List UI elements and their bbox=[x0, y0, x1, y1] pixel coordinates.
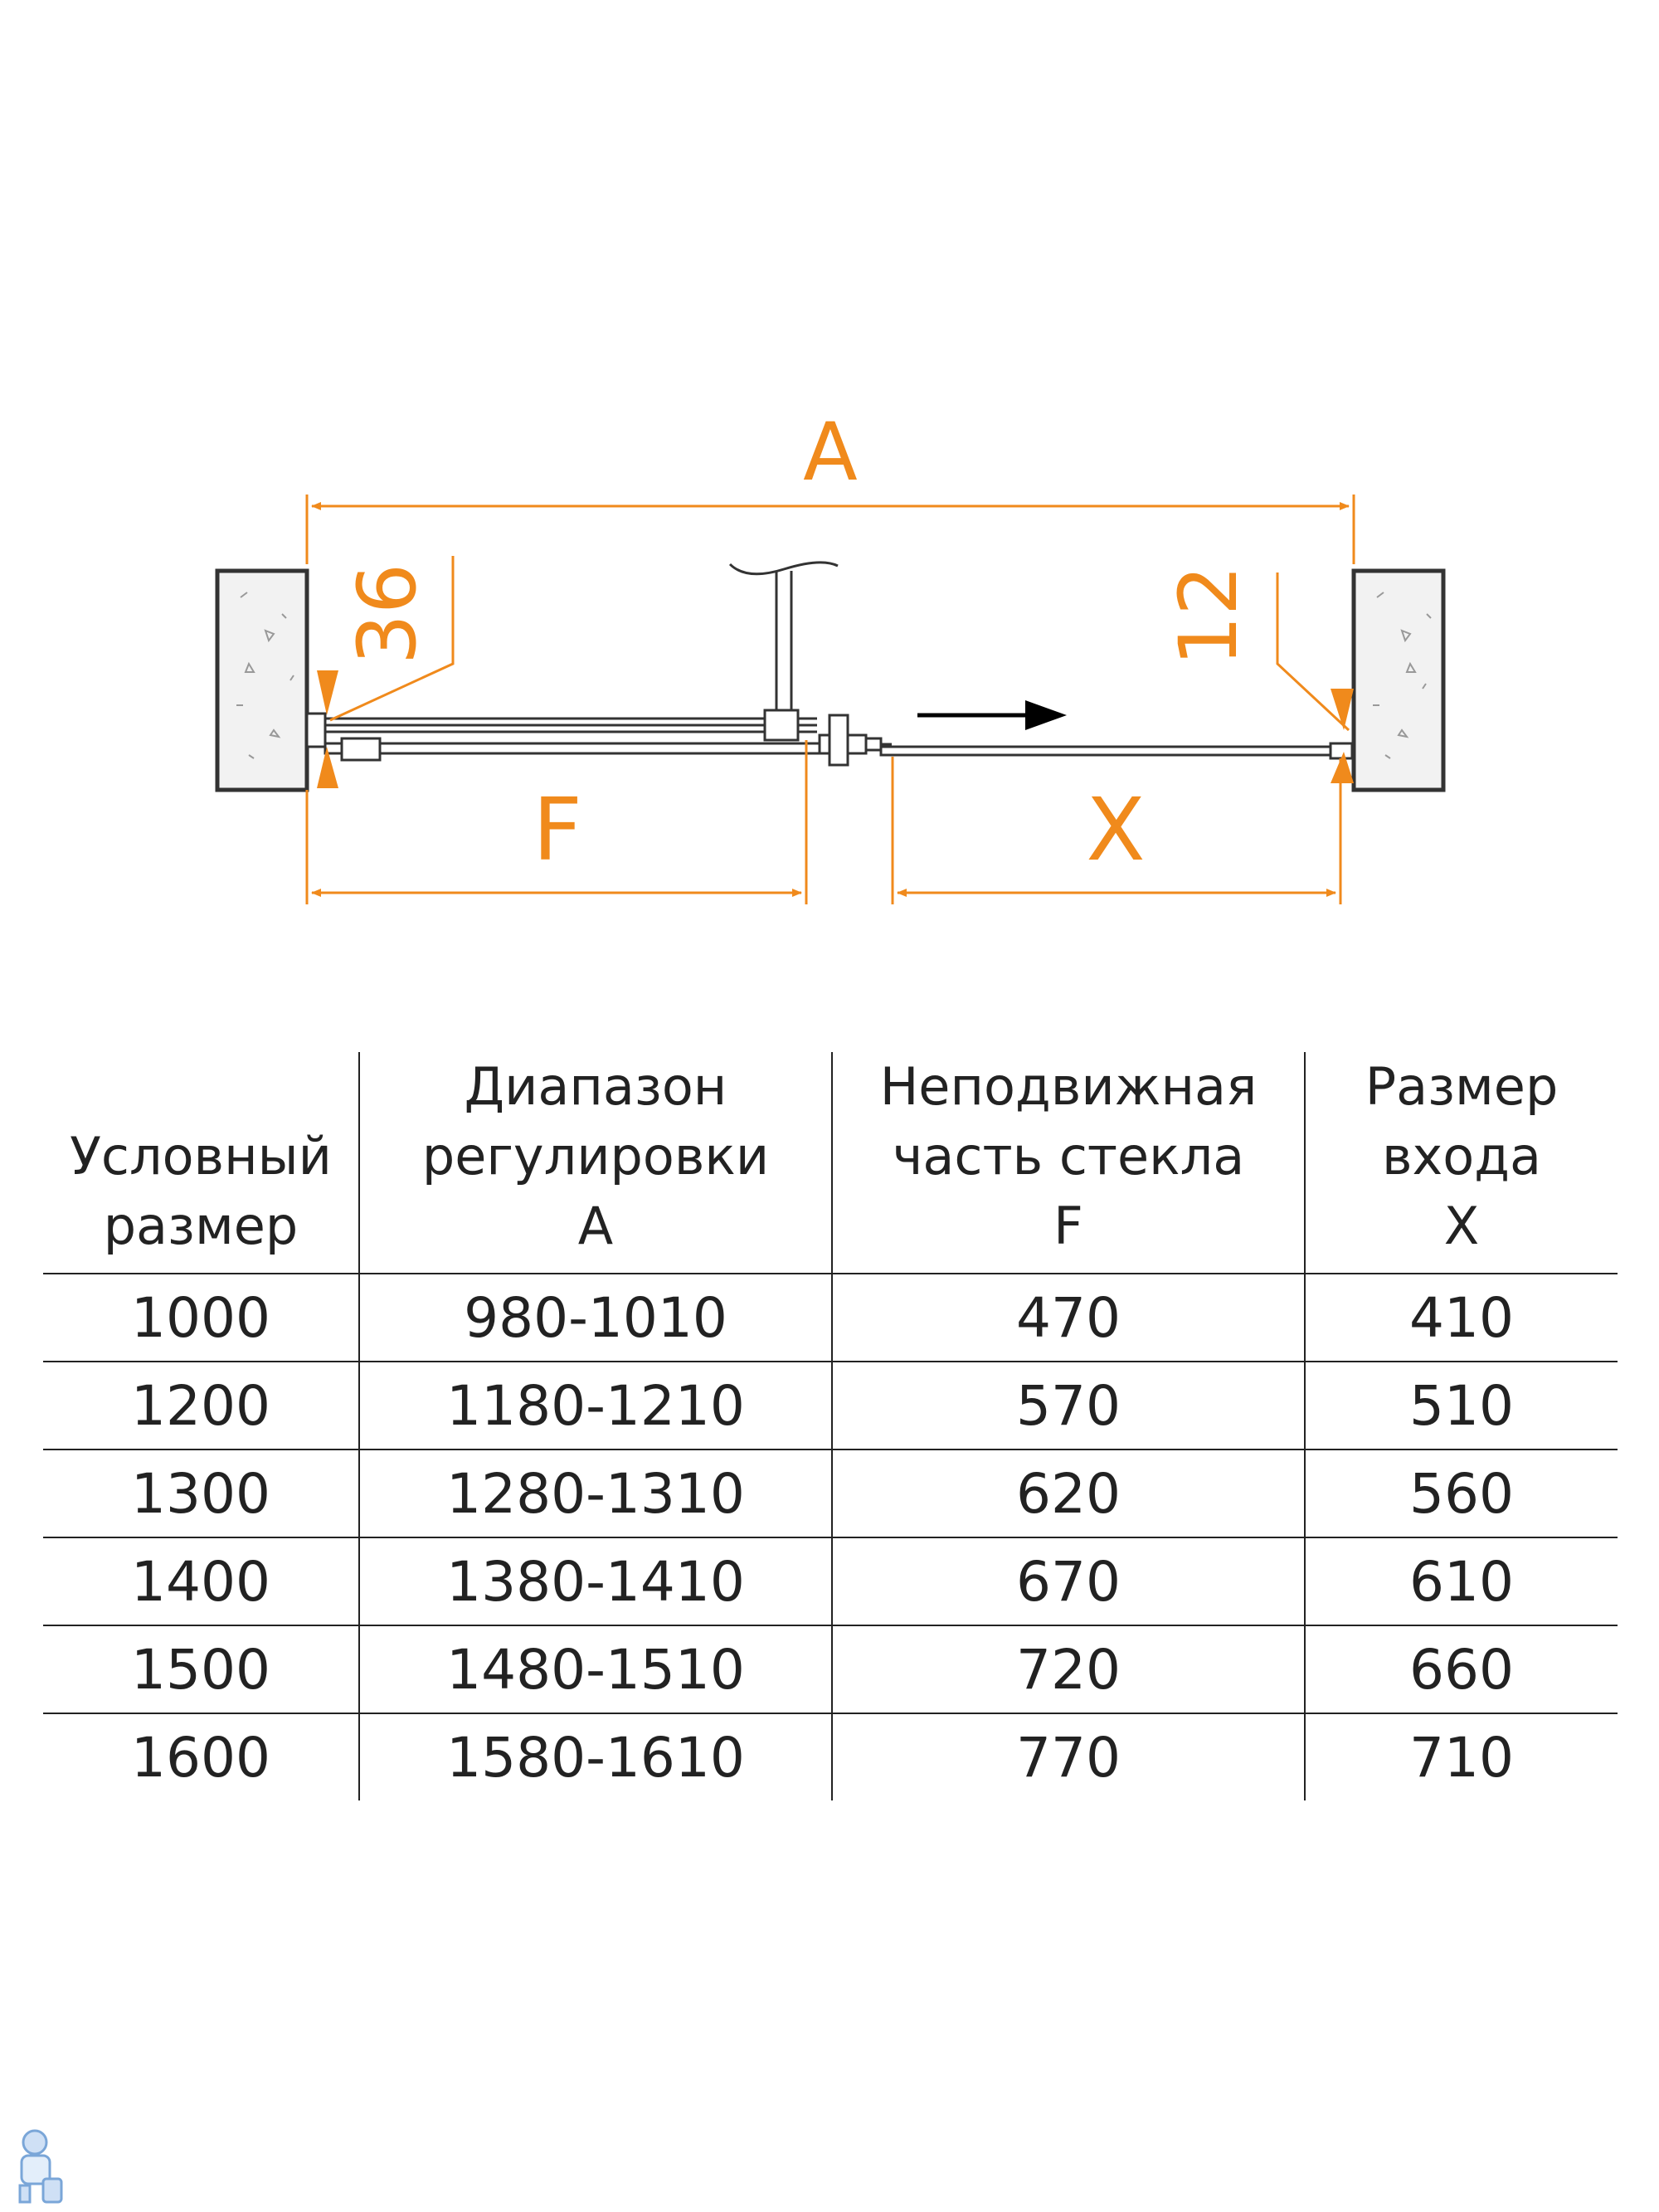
cell-adjustment-range: 980-1010 bbox=[358, 1274, 832, 1362]
dimension-a-label: A bbox=[803, 406, 858, 499]
cell-adjustment-range: 1180-1210 bbox=[358, 1362, 832, 1450]
cell-entrance-size: 560 bbox=[1304, 1449, 1618, 1538]
table-header-row: Условный размер Диапазон регулировки A Н… bbox=[43, 1052, 1618, 1274]
header-nominal-size: Условный размер bbox=[43, 1052, 359, 1274]
cell-adjustment-range: 1480-1510 bbox=[358, 1625, 832, 1714]
table-row: 1300 1280-1310 620 560 bbox=[43, 1449, 1618, 1538]
dimension-f-label: F bbox=[533, 779, 582, 880]
left-wall bbox=[215, 568, 309, 792]
gap-36-marker bbox=[317, 556, 455, 788]
door-structure bbox=[305, 561, 1354, 767]
cell-adjustment-range: 1280-1310 bbox=[358, 1449, 832, 1538]
cell-nominal-size: 1000 bbox=[43, 1274, 359, 1362]
gap-right-label: 12 bbox=[1162, 565, 1255, 666]
table-row: 1600 1580-1610 770 710 bbox=[43, 1713, 1618, 1800]
dimension-x bbox=[891, 757, 1342, 904]
table-row: 1500 1480-1510 720 660 bbox=[43, 1625, 1618, 1714]
cell-nominal-size: 1400 bbox=[43, 1537, 359, 1626]
table-row: 1400 1380-1410 670 610 bbox=[43, 1537, 1618, 1626]
size-specification-table: Условный размер Диапазон регулировки A Н… bbox=[43, 1052, 1618, 1800]
dimension-a bbox=[305, 495, 1355, 564]
dimension-x-label: X bbox=[1086, 779, 1145, 880]
cell-entrance-size: 660 bbox=[1304, 1625, 1618, 1714]
gap-12-marker bbox=[1276, 572, 1354, 783]
plumber-mascot-icon bbox=[18, 2129, 63, 2204]
cell-fixed-glass: 720 bbox=[831, 1625, 1305, 1714]
table-row: 1000 980-1010 470 410 bbox=[43, 1274, 1618, 1362]
arrow-right-icon bbox=[917, 700, 1067, 730]
table-row: 1200 1180-1210 570 510 bbox=[43, 1362, 1618, 1450]
shower-door-plan-diagram: A 36 12 F X bbox=[215, 406, 1446, 904]
cell-entrance-size: 610 bbox=[1304, 1537, 1618, 1626]
cell-adjustment-range: 1580-1610 bbox=[358, 1713, 832, 1800]
right-wall bbox=[1351, 568, 1446, 792]
header-adjustment-range: Диапазон регулировки A bbox=[358, 1052, 832, 1274]
cell-fixed-glass: 570 bbox=[831, 1362, 1305, 1450]
cell-nominal-size: 1600 bbox=[131, 1725, 270, 1790]
cell-nominal-size: 1200 bbox=[43, 1362, 359, 1450]
cell-fixed-glass: 470 bbox=[831, 1274, 1305, 1362]
gap-left-label: 36 bbox=[341, 563, 434, 665]
cell-entrance-size: 710 bbox=[1304, 1713, 1618, 1800]
cell-entrance-size: 510 bbox=[1304, 1362, 1618, 1450]
cell-fixed-glass: 670 bbox=[831, 1537, 1305, 1626]
dimension-f bbox=[305, 740, 808, 904]
header-entrance-size: Размер входа X bbox=[1304, 1052, 1618, 1274]
cell-adjustment-range: 1380-1410 bbox=[358, 1537, 832, 1626]
cell-fixed-glass: 620 bbox=[831, 1449, 1305, 1538]
header-fixed-glass: Неподвижная часть стекла F bbox=[831, 1052, 1305, 1274]
cell-entrance-size: 410 bbox=[1304, 1274, 1618, 1362]
cell-nominal-size: 1500 bbox=[43, 1625, 359, 1714]
cell-fixed-glass: 770 bbox=[831, 1713, 1305, 1800]
cell-nominal-size: 1300 bbox=[43, 1449, 359, 1538]
